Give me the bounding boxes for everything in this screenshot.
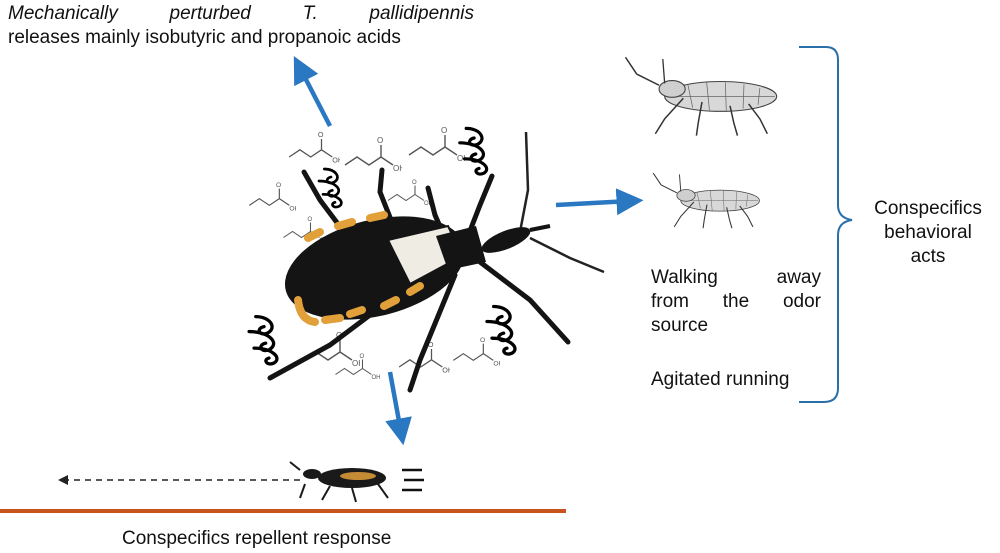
sketch-bug-icon [624, 56, 778, 229]
group-label-line-3: acts [910, 246, 946, 267]
small-bug-icon [289, 461, 389, 503]
group-label-line-2: behavioral [884, 222, 972, 243]
kissing-bug-icon [267, 131, 605, 393]
repellent-response-label: Conspecifics repellent response [122, 528, 392, 549]
walking-away-line-1: Walking away [651, 267, 821, 288]
headline-prefix: Mechanically perturbed [8, 3, 251, 24]
arrow-to-behaviors [555, 188, 644, 216]
walking-away-line-2: from the odor [651, 291, 821, 312]
species-name: T. pallidipennis [302, 3, 474, 24]
arrow-to-repellent [385, 371, 412, 446]
arrow-to-headline [293, 56, 332, 128]
walking-away-line-3: source [651, 315, 709, 336]
headline-line-2: releases mainly isobutyric and propanoic… [8, 27, 401, 48]
behaviors-group-label: Conspecifics behavioral acts [860, 197, 996, 269]
agitated-running-label: Agitated running [651, 369, 790, 390]
headline-line-1: Mechanically perturbed T. pallidipennis [8, 2, 474, 26]
behaviors-bracket [799, 46, 853, 403]
motion-lines-icon [402, 468, 424, 492]
group-label-line-1: Conspecifics [874, 198, 982, 219]
